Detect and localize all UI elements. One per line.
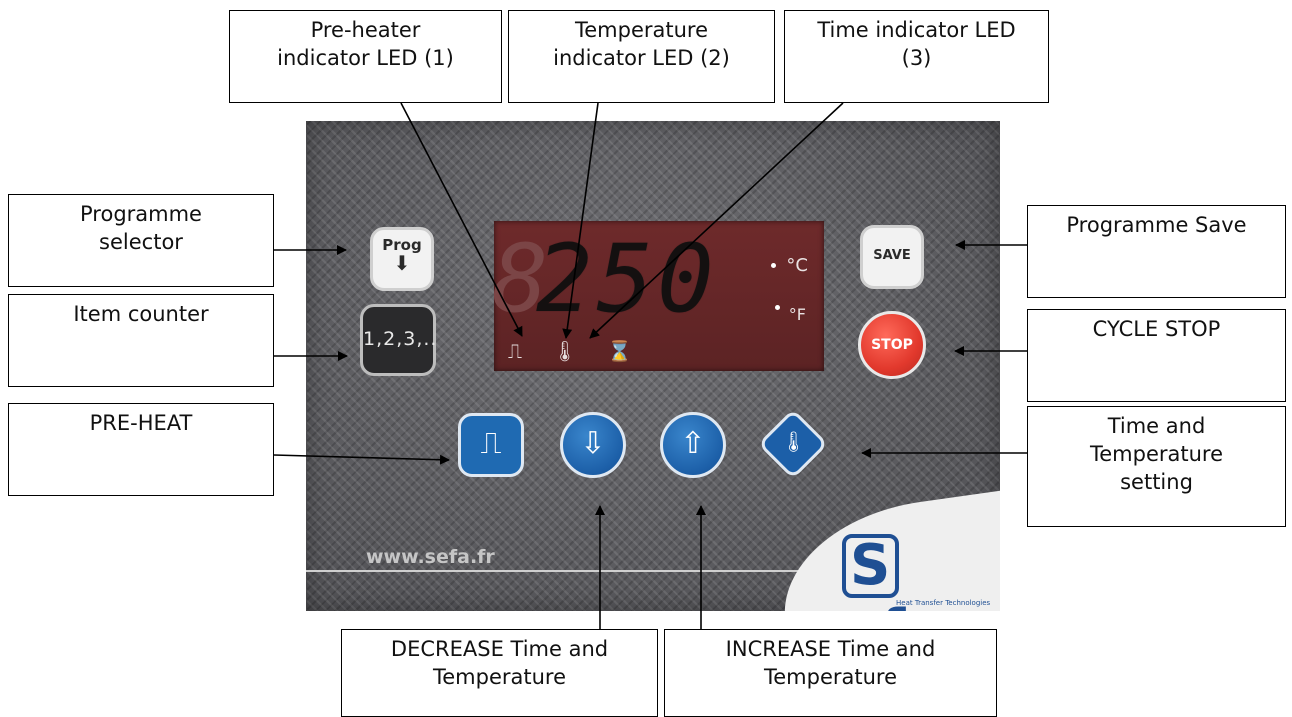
iron-icon: ⎍ [508, 339, 522, 363]
callout-line: selector [99, 230, 183, 254]
callout-preheater-led: Pre-heater indicator LED (1) [229, 10, 502, 103]
callout-line: DECREASE Time and [390, 637, 609, 661]
callout-line: INCREASE Time and [725, 637, 936, 661]
thermometer-hourglass-icon: 🌡 [780, 429, 807, 454]
callout-line: PRE-HEAT [89, 411, 193, 435]
callout-time-temperature-setting: Time and Temperature setting [1027, 406, 1286, 527]
programme-save-button[interactable]: SAVE [860, 225, 924, 289]
callout-temperature-led: Temperature indicator LED (2) [508, 10, 775, 103]
logo-text: efa [842, 598, 945, 611]
sefa-logo: Sefa [842, 533, 1000, 611]
callout-line: setting [1120, 470, 1193, 494]
led-display: 8 250 °C °F ⎍ 🌡 ⌛ [492, 221, 824, 371]
hourglass-icon: ⌛ [607, 339, 633, 363]
callout-time-led: Time indicator LED (3) [784, 10, 1049, 103]
time-temperature-setting-button[interactable]: 🌡 [757, 408, 829, 480]
thermometer-icon: 🌡 [552, 339, 578, 363]
panel-divider-line [306, 570, 806, 572]
preheat-button[interactable]: ⎍ [458, 413, 524, 477]
callout-preheat: PRE-HEAT [8, 403, 274, 496]
logo-tagline: Heat Transfer Technologies [896, 599, 991, 607]
callout-cycle-stop: CYCLE STOP [1027, 309, 1286, 402]
callout-line: CYCLE STOP [1092, 317, 1221, 341]
callout-item-counter: Item counter [8, 294, 274, 387]
control-panel: 8 250 °C °F ⎍ 🌡 ⌛ Prog ⬇ SAVE 1,2,3,.. S… [306, 121, 1000, 611]
callout-line: Time and [1107, 414, 1206, 438]
arrow-down-icon: ⇩ [580, 426, 606, 461]
fahrenheit-unit: °F [788, 305, 806, 324]
celsius-unit: °C [786, 255, 808, 276]
callout-line: Temperature [763, 665, 898, 689]
cycle-stop-button[interactable]: STOP [858, 311, 926, 379]
programme-selector-button[interactable]: Prog ⬇ [370, 227, 434, 291]
arrow-down-icon: ⬇ [393, 251, 411, 275]
iron-icon: ⎍ [480, 426, 502, 461]
logo-s: S [842, 534, 900, 598]
callout-programme-selector: Programme selector [8, 194, 274, 287]
callout-line: indicator LED (1) [277, 46, 454, 70]
callout-line: Programme Save [1066, 213, 1247, 237]
callout-line: Time indicator LED [817, 18, 1016, 42]
display-readout: 250 [536, 225, 718, 334]
celsius-led [771, 263, 776, 268]
increase-button[interactable]: ⇧ [660, 412, 726, 478]
callout-line: (3) [901, 46, 932, 70]
website-text: www.sefa.fr [366, 546, 495, 568]
arrow-up-icon: ⇧ [680, 426, 706, 461]
callout-line: Temperature [574, 18, 709, 42]
callout-programme-save: Programme Save [1027, 205, 1286, 298]
indicator-led-row: ⎍ 🌡 ⌛ [508, 339, 632, 363]
callout-line: Item counter [73, 302, 209, 326]
callout-line: Temperature [1089, 442, 1224, 466]
callout-line: indicator LED (2) [553, 46, 730, 70]
item-counter-button[interactable]: 1,2,3,.. [360, 304, 436, 376]
callout-line: Programme [80, 202, 202, 226]
decrease-button[interactable]: ⇩ [560, 412, 626, 478]
callout-line: Temperature [432, 665, 567, 689]
fahrenheit-led [775, 305, 780, 310]
callout-line: Pre-heater [310, 18, 421, 42]
callout-increase: INCREASE Time and Temperature [664, 629, 997, 717]
callout-decrease: DECREASE Time and Temperature [341, 629, 658, 717]
